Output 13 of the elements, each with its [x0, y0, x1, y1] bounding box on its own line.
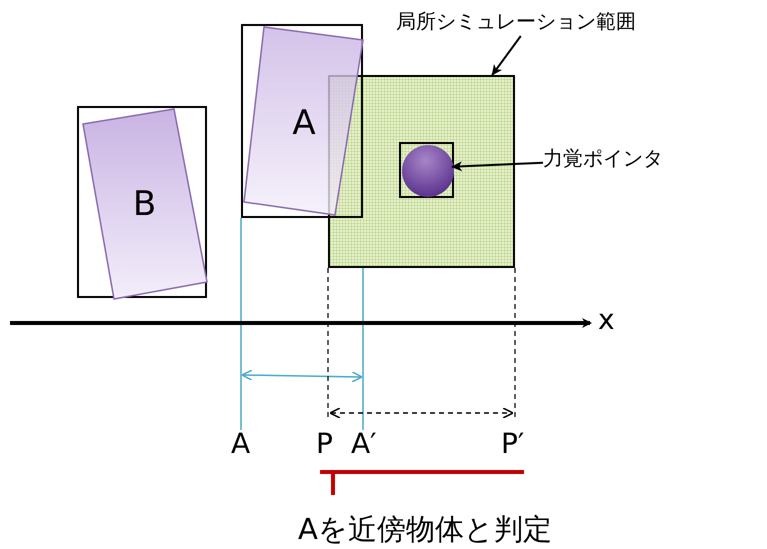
position-label: A′ — [351, 427, 377, 460]
callout-label: 局所シミュレーション範囲 — [396, 9, 636, 33]
block-letter: B — [132, 184, 158, 224]
axis-label: x — [598, 303, 615, 336]
position-label: P — [316, 427, 333, 460]
block-letter: A — [291, 103, 317, 143]
position-label: P′ — [501, 427, 524, 460]
simulation-range-box — [328, 75, 515, 268]
position-label: A — [231, 427, 250, 460]
leader-arrow — [451, 161, 544, 172]
leader-arrow — [491, 35, 522, 76]
callout-label: 力覚ポインタ — [543, 146, 663, 170]
result-text: Aを近傍物体と判定 — [298, 511, 552, 548]
